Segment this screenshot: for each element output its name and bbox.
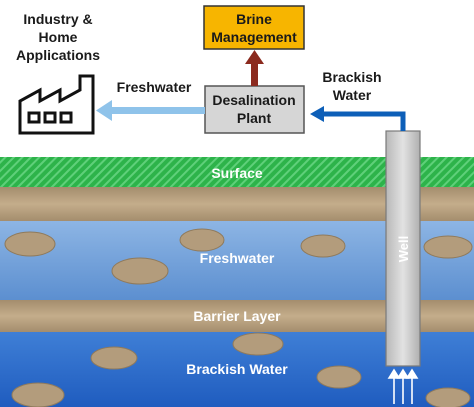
pebble <box>425 387 471 407</box>
industry-label-line3: Applications <box>16 47 100 63</box>
well-label: Well <box>396 236 411 263</box>
freshwater-pebbles <box>4 228 473 285</box>
desalination-plant-label-line1: Desalination <box>212 92 295 108</box>
pebble <box>11 382 65 407</box>
arrow-left-icon <box>96 100 112 121</box>
well-inflow-arrows <box>387 368 419 404</box>
brackish-pipe-arrow <box>310 106 406 131</box>
brackish-water-top-label-line1: Brackish <box>322 69 381 85</box>
brine-management-label-line1: Brine <box>236 11 272 27</box>
pebble <box>4 231 56 257</box>
industry-label-line1: Industry & <box>23 11 92 27</box>
brackish-pebbles <box>11 332 471 407</box>
brackish-layer-label: Brackish Water <box>186 361 288 377</box>
pebble <box>90 346 138 370</box>
brine-management-box <box>203 5 305 50</box>
freshwater-output-label: Freshwater <box>117 79 192 95</box>
desalination-plant-box <box>204 85 305 134</box>
brackish-water-top-label-line2: Water <box>333 87 372 103</box>
pebble <box>179 228 225 252</box>
arrow-up-icon <box>387 368 401 404</box>
factory-icon <box>18 74 95 135</box>
arrow-left-icon <box>310 106 324 122</box>
surface-label: Surface <box>211 165 263 181</box>
well-casing <box>385 130 421 367</box>
arrow-up-icon <box>396 368 410 404</box>
pebble <box>111 257 169 285</box>
freshwater-layer-label: Freshwater <box>200 250 275 266</box>
industry-label-line2: Home <box>39 29 78 45</box>
pebble <box>316 365 362 389</box>
desalination-plant-label-line2: Plant <box>237 110 272 126</box>
arrow-up-icon <box>245 50 264 64</box>
brine-management-label-line2: Management <box>211 29 297 45</box>
barrier-layer-label: Barrier Layer <box>193 308 281 324</box>
pebble <box>300 234 346 258</box>
pebble <box>232 332 284 356</box>
freshwater-output-arrow <box>96 100 205 121</box>
pebble <box>423 235 473 259</box>
brine-arrow <box>245 50 264 86</box>
arrow-up-icon <box>405 368 419 404</box>
